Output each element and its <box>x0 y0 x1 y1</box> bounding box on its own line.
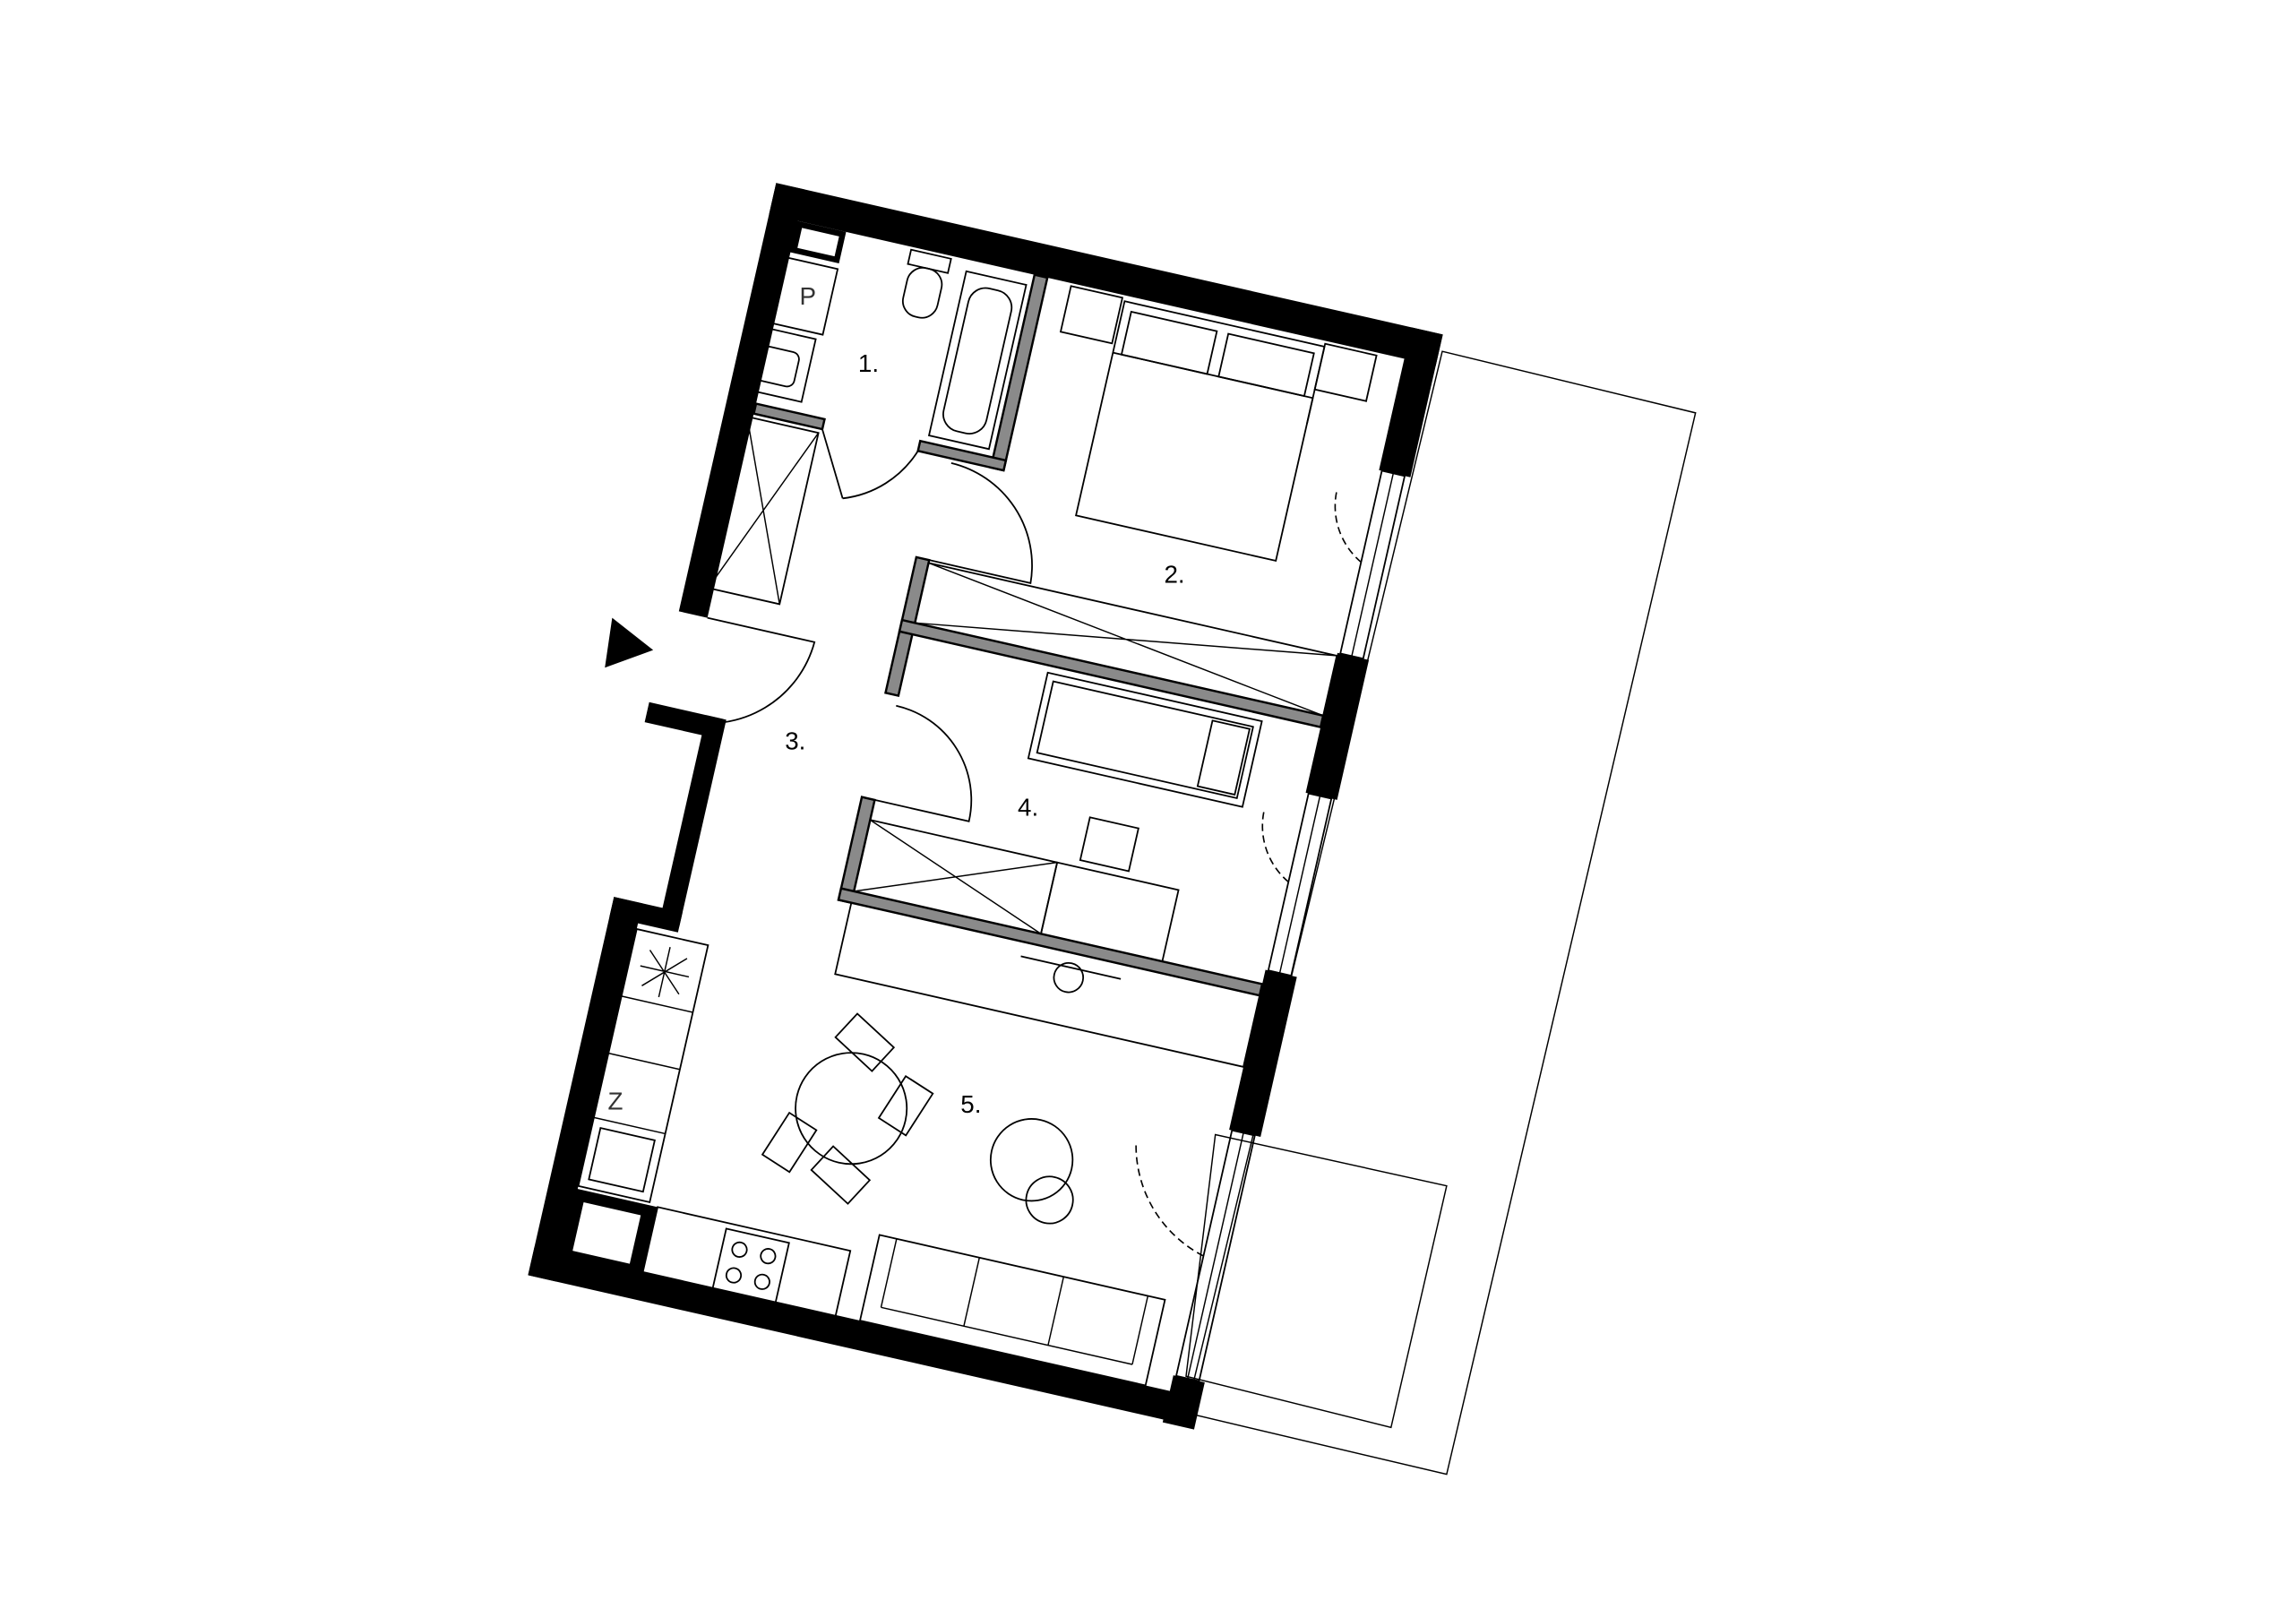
wall-top <box>769 183 1443 366</box>
wall-room4-bottom <box>837 887 1264 997</box>
desk-chair <box>1079 816 1139 873</box>
toilet <box>901 248 952 319</box>
wall-left-upper <box>678 183 805 618</box>
kitchen-sink <box>588 1127 656 1193</box>
room-label-1: 1. <box>858 349 879 377</box>
door-bathroom[interactable] <box>808 428 919 512</box>
wall-right-3 <box>1229 969 1297 1137</box>
bathroom-sink <box>740 324 817 403</box>
window-bedroom <box>1334 469 1406 660</box>
room-label-4: 4. <box>1018 793 1038 821</box>
double-bed <box>1075 300 1326 563</box>
door-room-4[interactable] <box>874 704 990 822</box>
wardrobe-room-4 <box>853 819 1059 935</box>
entrance-arrow-icon <box>605 617 654 668</box>
door-entrance[interactable] <box>684 616 816 745</box>
wall-right-1 <box>1379 327 1443 478</box>
wall-right-4 <box>1162 1375 1205 1430</box>
ceiling-lamp <box>1020 955 1122 994</box>
single-bed <box>1027 671 1263 808</box>
wardrobe-bedroom <box>914 562 1338 717</box>
hall-wardrobe <box>707 415 820 606</box>
wall-bathroom-bottom-b <box>916 439 1008 472</box>
nightstand-right <box>1313 342 1378 402</box>
window-room-4 <box>1261 792 1333 977</box>
room-label-5: 5. <box>960 1090 981 1118</box>
door-bedroom[interactable] <box>929 461 1053 584</box>
ventilation-icon <box>640 947 690 998</box>
wall-bathroom-right <box>989 273 1049 472</box>
stove-icon <box>711 1227 790 1304</box>
wall-right-2 <box>1305 652 1370 800</box>
balcony-door[interactable] <box>1088 1110 1256 1382</box>
wall-bathroom-bottom-a <box>752 402 826 431</box>
terrace-outline <box>1185 350 1697 1476</box>
kitchen-counter-left <box>577 927 709 1204</box>
room-label-3: 3. <box>785 727 805 755</box>
wall-room2-bottom <box>898 618 1325 729</box>
wall-left-recess <box>658 715 727 927</box>
coffee-tables <box>989 1118 1074 1225</box>
dining-table <box>761 1012 934 1205</box>
apartment <box>528 183 1443 1430</box>
washer-label: P <box>800 282 817 310</box>
wall-left-lower <box>528 897 643 1282</box>
sofa <box>858 1234 1166 1387</box>
washing-machine <box>761 254 839 336</box>
bathtub <box>927 270 1028 451</box>
kitchen-counter-bottom <box>640 1206 852 1323</box>
room-label-2: 2. <box>1164 560 1184 588</box>
nightstand-left <box>1059 285 1124 345</box>
wall-hall-right-lower <box>837 796 876 905</box>
fridge-label: Z <box>607 1088 623 1115</box>
balcony-outline <box>1185 1133 1448 1429</box>
kitchen-cabinet-upper <box>834 901 1261 1068</box>
